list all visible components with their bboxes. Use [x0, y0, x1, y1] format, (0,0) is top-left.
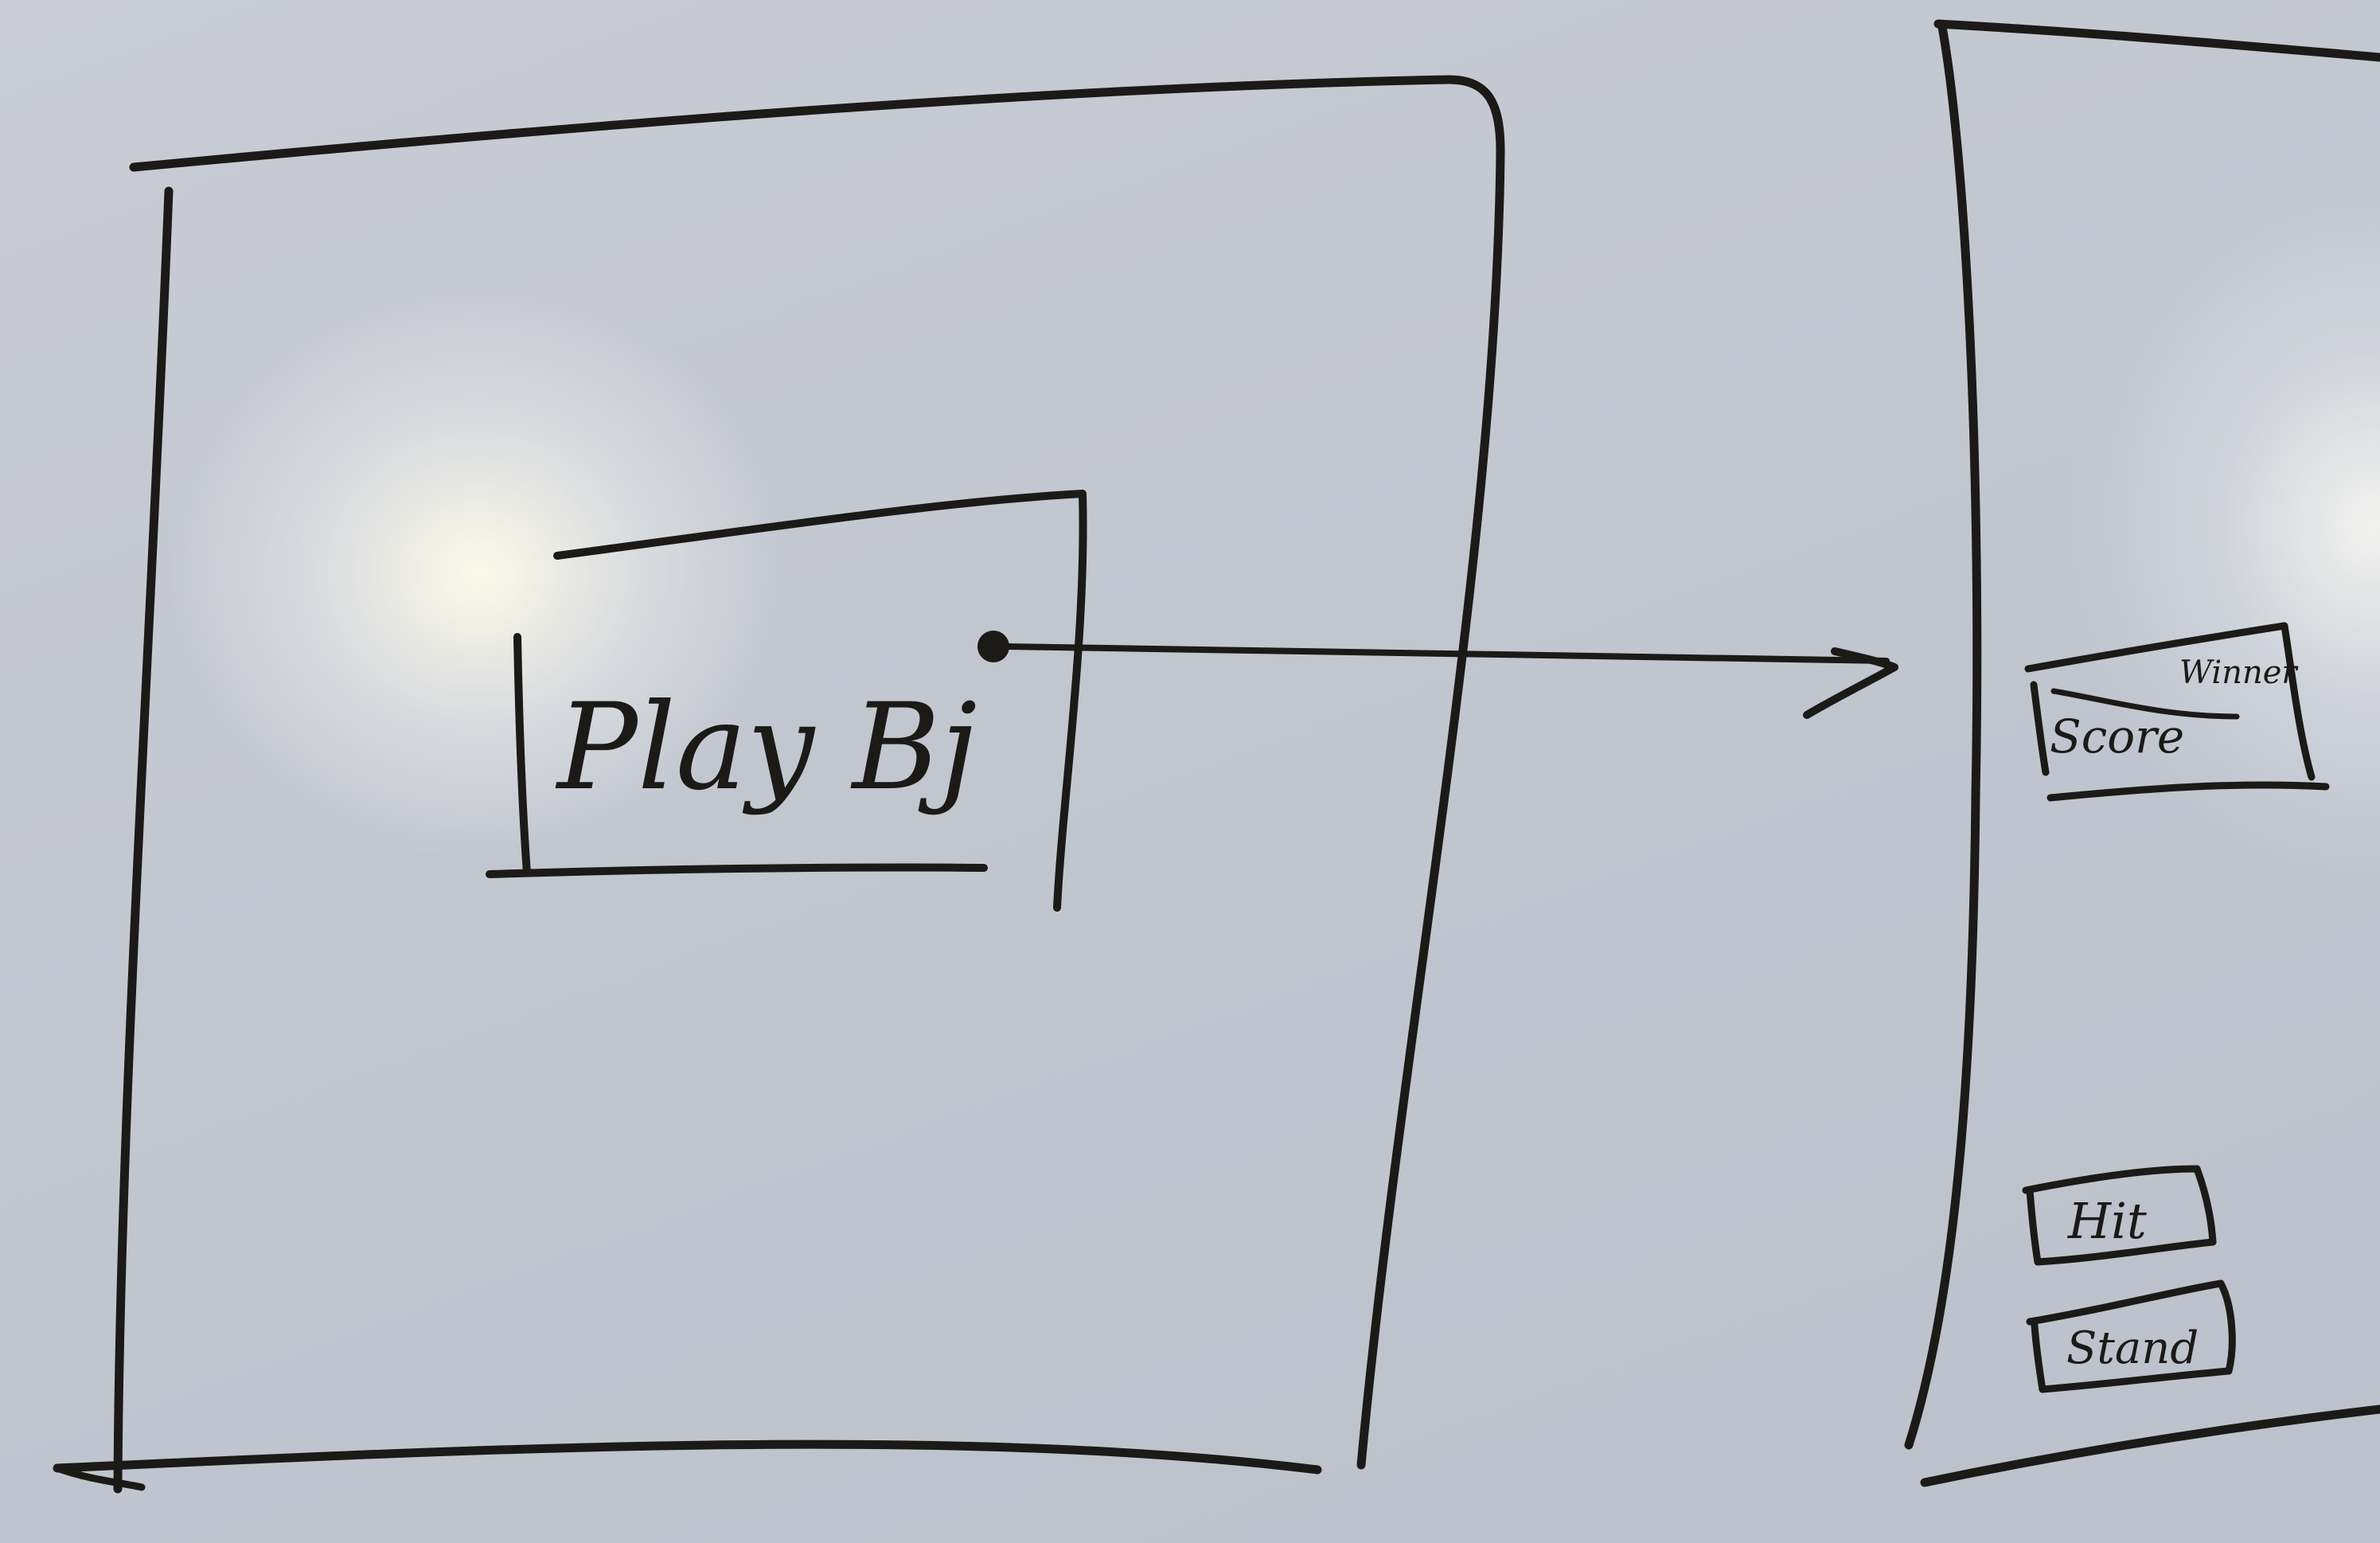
play-button-label: Play Bj	[555, 678, 977, 817]
screen-1-frame	[53, 75, 1505, 1494]
stand-button[interactable]: Stand	[2026, 1279, 2236, 1393]
score-panel: Score Winner	[2024, 622, 2330, 802]
play-button[interactable]: Play Bj	[486, 490, 1087, 912]
arrow-origin-dot	[977, 631, 1009, 662]
navigation-arrow	[977, 631, 1898, 719]
score-label: Score	[2050, 709, 2184, 764]
stand-button-label: Stand	[2066, 1322, 2199, 1374]
hit-button-label: Hit	[2067, 1192, 2147, 1250]
winner-annotation: Winner	[2179, 654, 2299, 691]
screen-2-frame	[1904, 19, 2380, 1487]
hit-button[interactable]: Hit	[2022, 1165, 2217, 1266]
